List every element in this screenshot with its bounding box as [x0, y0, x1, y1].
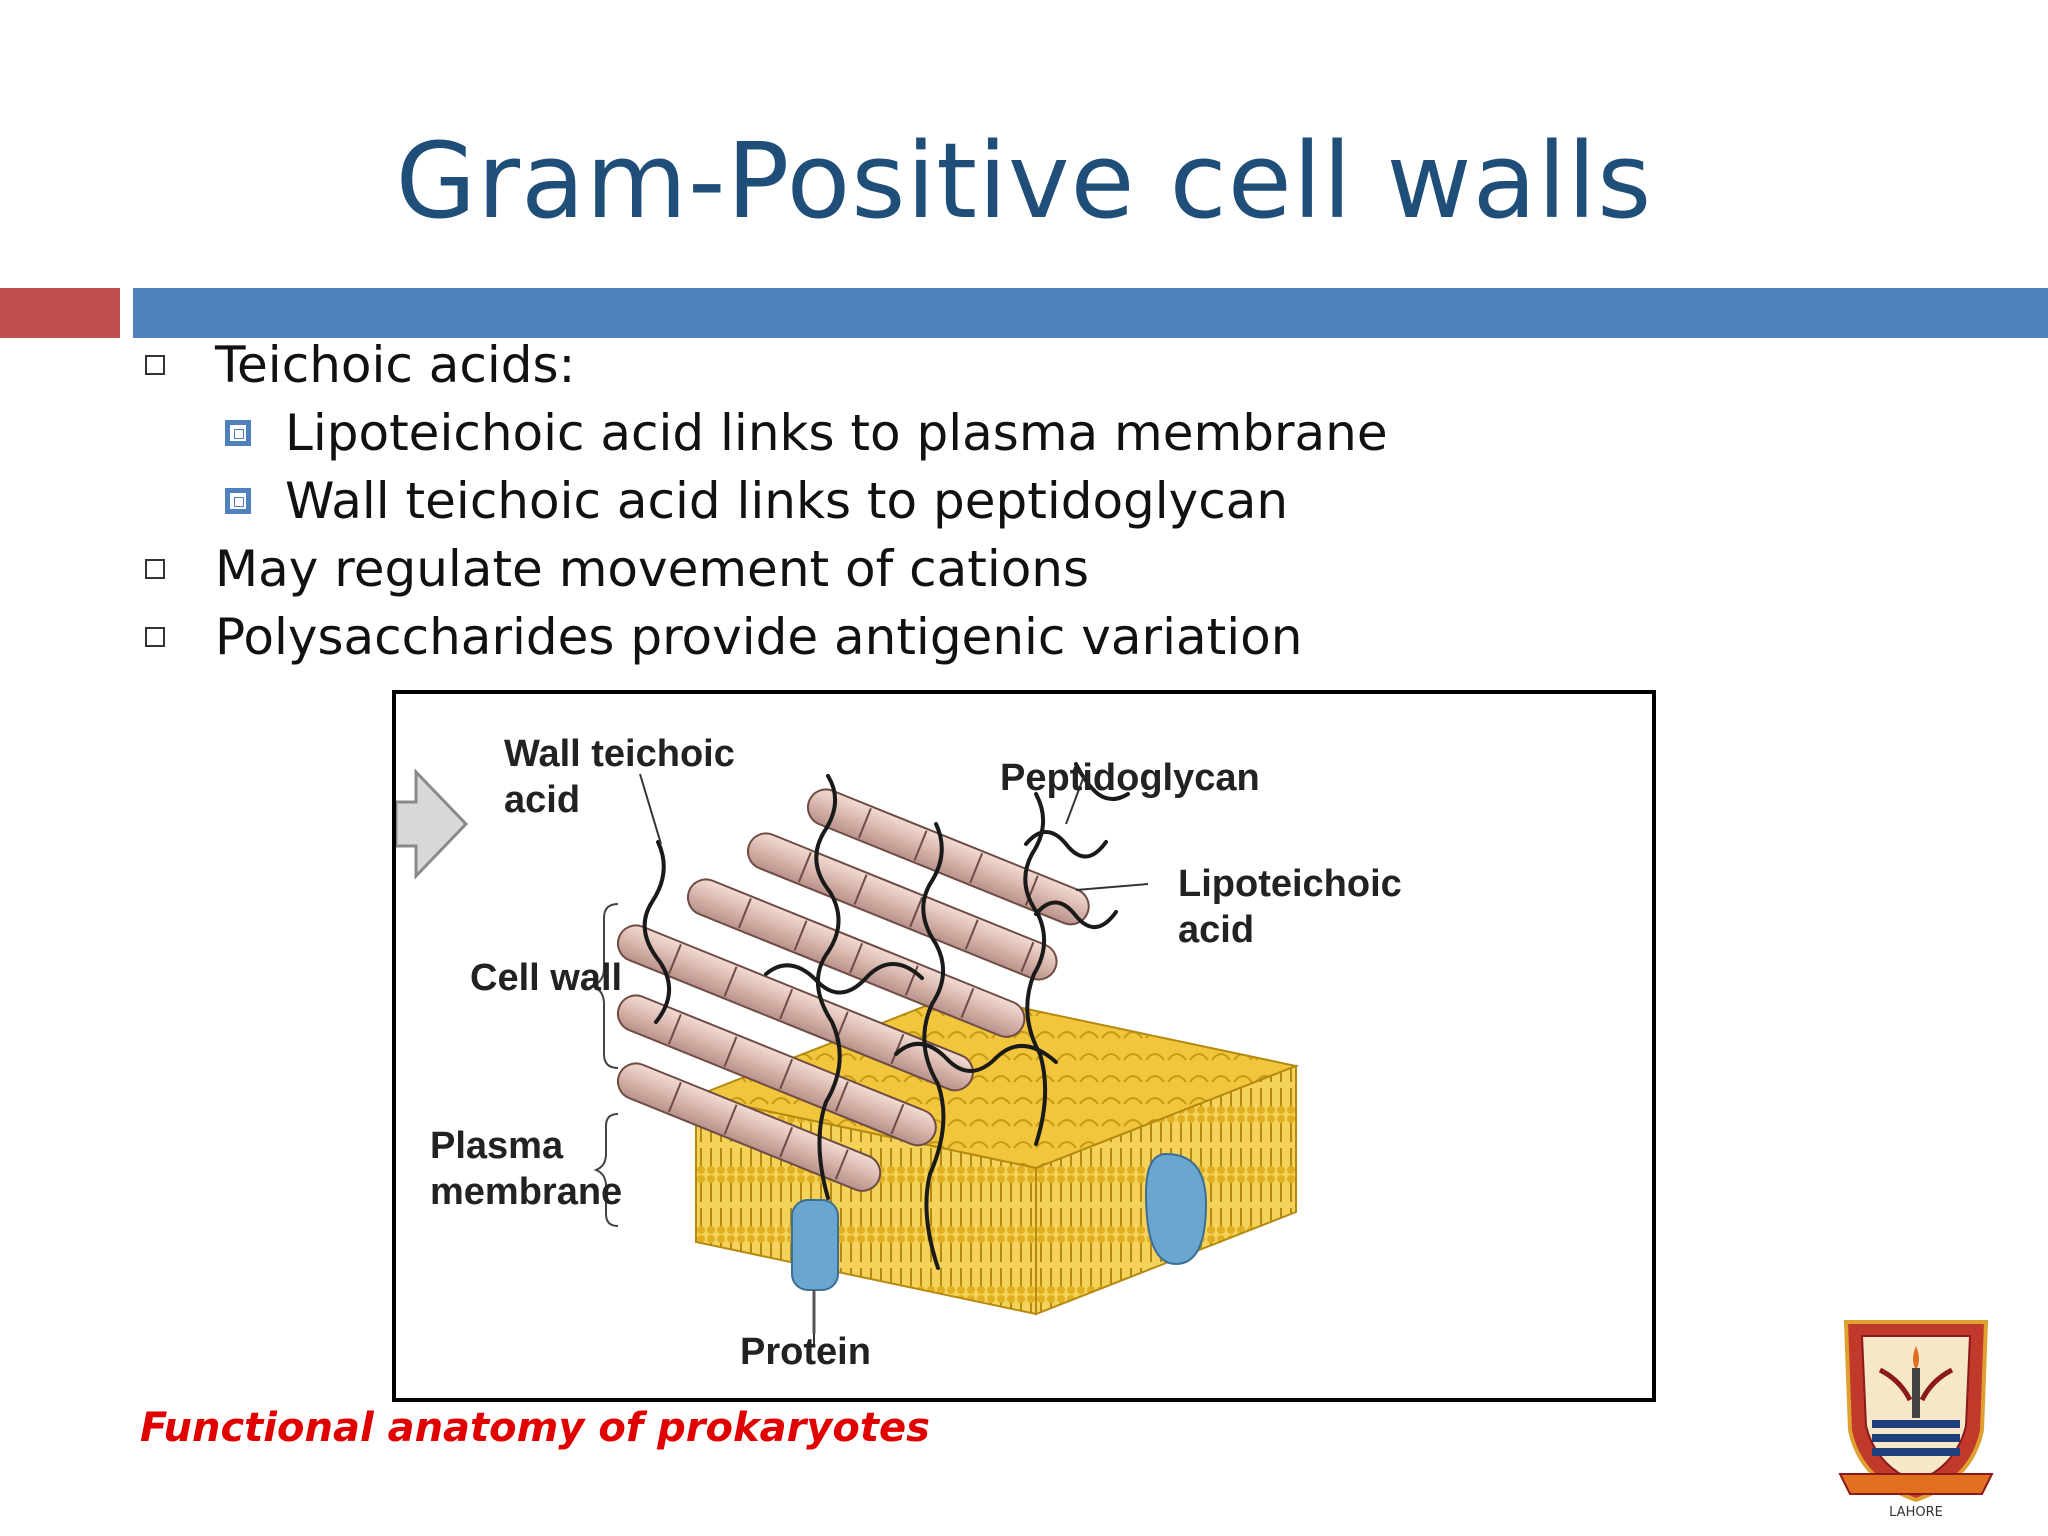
- figure-caption: Functional anatomy of prokaryotes: [140, 1405, 930, 1451]
- cell-wall-diagram: Wall teichoic acid Peptidoglycan Lipotei…: [392, 690, 1656, 1402]
- hollow-square-bullet-icon: [145, 559, 165, 579]
- bullet-text: Wall teichoic acid links to peptidoglyca…: [285, 472, 1289, 530]
- bullet-text: Polysaccharides provide antigenic variat…: [215, 608, 1303, 666]
- label-plasma-membrane: Plasma membrane: [430, 1125, 623, 1213]
- filled-square-bullet-icon: [225, 488, 251, 514]
- bullet-text: Lipoteichoic acid links to plasma membra…: [285, 404, 1388, 462]
- slide-title: Gram-Positive cell walls: [395, 120, 1653, 242]
- arrow-icon: [396, 768, 469, 880]
- title-accent-bar-red: [0, 288, 120, 338]
- label-cell-wall: Cell wall: [470, 957, 623, 999]
- title-accent-bar-blue: [133, 288, 2048, 338]
- sub-bullet-item: Wall teichoic acid links to peptidoglyca…: [225, 472, 1288, 530]
- sub-bullet-item: Lipoteichoic acid links to plasma membra…: [225, 404, 1388, 462]
- bullet-item: Polysaccharides provide antigenic variat…: [145, 608, 1302, 666]
- hollow-square-bullet-icon: [145, 355, 165, 375]
- bullet-item: Teichoic acids:: [145, 336, 575, 394]
- svg-text:LAHORE: LAHORE: [1889, 1505, 1943, 1520]
- university-crest-logo: LAHORE: [1832, 1310, 2000, 1520]
- bullet-text: May regulate movement of cations: [215, 540, 1090, 598]
- cell-wall-illustration: [396, 762, 1300, 1344]
- filled-square-bullet-icon: [225, 420, 251, 446]
- crest-icon: LAHORE: [1838, 1320, 1994, 1520]
- bullet-item: May regulate movement of cations: [145, 540, 1089, 598]
- label-peptidoglycan: Peptidoglycan: [1000, 757, 1260, 799]
- label-lipoteichoic-acid: Lipoteichoic acid: [1178, 863, 1402, 951]
- label-protein: Protein: [740, 1331, 871, 1373]
- bullet-text: Teichoic acids:: [215, 336, 576, 394]
- label-wall-teichoic-acid: Wall teichoic acid: [504, 733, 735, 821]
- hollow-square-bullet-icon: [145, 627, 165, 647]
